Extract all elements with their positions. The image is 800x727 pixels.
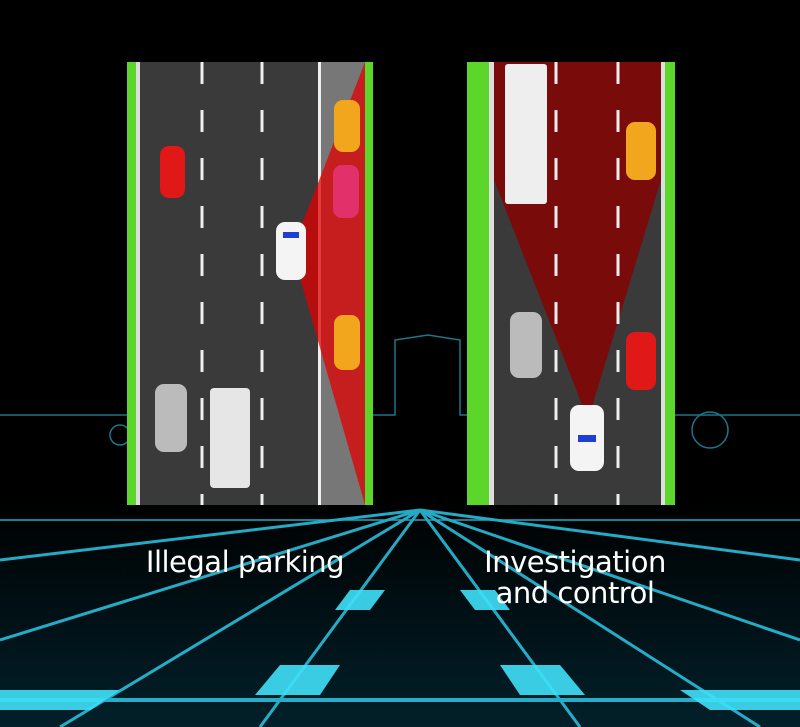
caption-line: and control <box>495 576 655 610</box>
caption-line: Investigation <box>484 545 666 579</box>
vehicles <box>155 100 360 488</box>
investigation-panel <box>467 62 675 505</box>
perspective-grid <box>0 508 800 727</box>
floor <box>0 500 800 727</box>
illegal-parking-panel <box>127 62 373 505</box>
illegal-parking-caption: Illegal parking <box>145 545 345 579</box>
vehicles <box>505 64 656 471</box>
investigation-caption: Investigation and control <box>460 547 690 609</box>
glow-tiles <box>0 590 800 710</box>
city-outline <box>0 334 800 449</box>
